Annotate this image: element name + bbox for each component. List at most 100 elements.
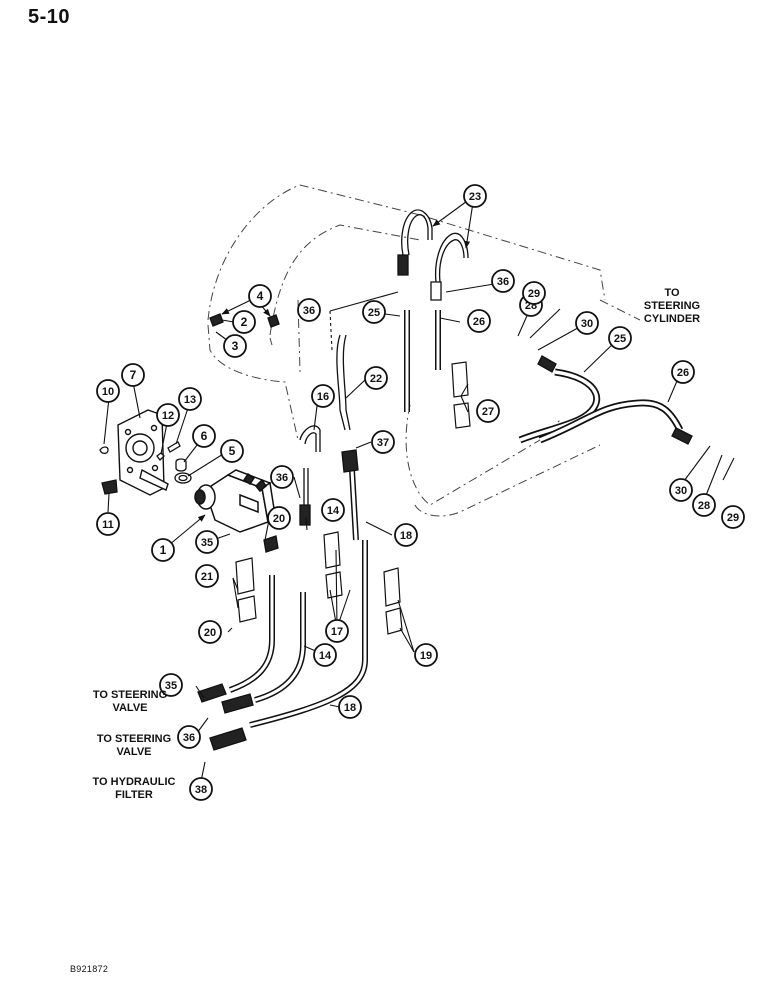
callout-circle xyxy=(491,269,515,293)
callout-circle xyxy=(121,363,145,387)
callout-20: 20 xyxy=(198,620,222,644)
callout-number: 11 xyxy=(102,519,114,531)
callout-5: 5 xyxy=(220,439,244,463)
callout-number: 22 xyxy=(370,373,382,385)
callout-37: 37 xyxy=(371,430,395,454)
callout-number: 25 xyxy=(368,307,380,319)
callout-circle xyxy=(325,619,349,643)
callout-38: 38 xyxy=(189,777,213,801)
callout-25: 25 xyxy=(362,300,386,324)
callout-36: 36 xyxy=(491,269,515,293)
callout-19: 19 xyxy=(414,643,438,667)
callout-circle xyxy=(96,512,120,536)
callout-14: 14 xyxy=(321,498,345,522)
callout-number: 30 xyxy=(581,318,593,330)
callout-circle xyxy=(414,643,438,667)
callout-25: 25 xyxy=(608,326,632,350)
callout-circle xyxy=(297,298,321,322)
callout-circle xyxy=(467,309,491,333)
callout-circle xyxy=(151,538,175,562)
callout-2: 2 xyxy=(232,310,256,334)
callout-number: 18 xyxy=(400,530,412,542)
callout-circle xyxy=(371,430,395,454)
callout-circle xyxy=(195,564,219,588)
callout-number: 20 xyxy=(273,513,285,525)
hose-fittings xyxy=(197,254,693,751)
callout-13: 13 xyxy=(178,387,202,411)
figure-code: B921872 xyxy=(70,964,109,974)
callout-35: 35 xyxy=(195,530,219,554)
destination-label-steering-cylinder: TO STEERING CYLINDER xyxy=(643,287,701,325)
callout-number: 20 xyxy=(204,627,216,639)
callout-30: 30 xyxy=(669,478,693,502)
callout-30: 30 xyxy=(575,311,599,335)
callout-number: 36 xyxy=(303,305,315,317)
callout-number: 30 xyxy=(675,485,687,497)
leader-lines xyxy=(103,195,735,787)
callout-number: 26 xyxy=(677,367,689,379)
callout-circle xyxy=(178,387,202,411)
callout-20: 20 xyxy=(267,506,291,530)
callout-17: 17 xyxy=(325,619,349,643)
callout-circle xyxy=(522,281,546,305)
callout-number: 1 xyxy=(160,543,167,557)
callout-11: 11 xyxy=(96,512,120,536)
callout-circle xyxy=(394,523,418,547)
callout-circle xyxy=(96,379,120,403)
callout-circle xyxy=(195,530,219,554)
callout-circle xyxy=(575,311,599,335)
callout-18: 18 xyxy=(394,523,418,547)
callout-number: 14 xyxy=(319,650,332,662)
callout-26: 26 xyxy=(671,360,695,384)
callout-number: 29 xyxy=(727,512,739,524)
callout-circle xyxy=(223,334,247,358)
callout-number: 26 xyxy=(473,316,485,328)
callout-number: 37 xyxy=(377,437,389,449)
callout-number: 27 xyxy=(482,406,494,418)
mounting-bracket xyxy=(117,409,169,496)
callout-number: 23 xyxy=(469,191,481,203)
destination-label-steering-valve-1: TO STEERING VALVE xyxy=(92,689,168,714)
callout-29: 29 xyxy=(522,281,546,305)
callout-number: 13 xyxy=(184,394,196,406)
callout-12: 12 xyxy=(156,403,180,427)
callout-number: 35 xyxy=(201,537,213,549)
callout-number: 36 xyxy=(183,732,195,744)
callout-circle xyxy=(338,695,362,719)
callout-number: 2 xyxy=(241,315,248,329)
callout-circle xyxy=(364,366,388,390)
callout-number: 5 xyxy=(229,444,236,458)
callout-number: 35 xyxy=(165,680,177,692)
elbow-fittings xyxy=(209,313,280,328)
destination-label-steering-valve-2: TO STEERING VALVE xyxy=(96,733,172,758)
callout-circle xyxy=(198,620,222,644)
steering-valve-body xyxy=(194,469,276,533)
destination-label-hydraulic-filter: TO HYDRAULIC FILTER xyxy=(92,776,176,801)
callout-circle xyxy=(721,505,745,529)
callout-circle xyxy=(313,643,337,667)
callout-circle xyxy=(192,424,216,448)
callout-number: 12 xyxy=(162,410,174,422)
callout-circle xyxy=(671,360,695,384)
callout-circle xyxy=(156,403,180,427)
callout-16: 16 xyxy=(311,384,335,408)
callout-10: 10 xyxy=(96,379,120,403)
callout-circle xyxy=(220,439,244,463)
callout-27: 27 xyxy=(476,399,500,423)
callout-circle xyxy=(159,673,183,697)
callout-29: 29 xyxy=(721,505,745,529)
callout-circle xyxy=(270,465,294,489)
callout-circle xyxy=(321,498,345,522)
callout-circle xyxy=(232,310,256,334)
callout-21: 21 xyxy=(195,564,219,588)
callout-number: 7 xyxy=(130,368,137,382)
callout-36: 36 xyxy=(270,465,294,489)
callout-26: 26 xyxy=(467,309,491,333)
callout-circle xyxy=(463,184,487,208)
callout-23: 23 xyxy=(463,184,487,208)
callout-circle xyxy=(608,326,632,350)
callout-circle xyxy=(476,399,500,423)
callout-number: 21 xyxy=(201,571,213,583)
